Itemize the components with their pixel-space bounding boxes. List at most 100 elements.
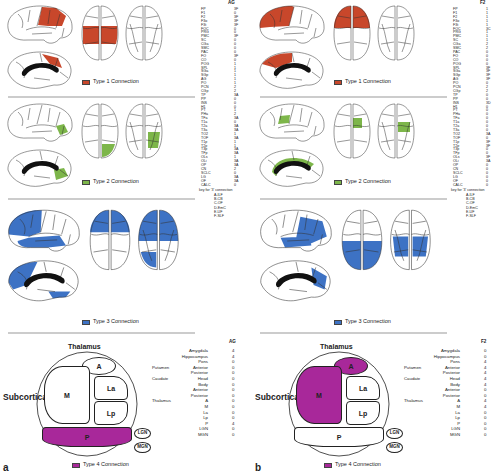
structure-name: P bbox=[457, 422, 460, 426]
column-header: AG bbox=[229, 340, 236, 345]
structure-value: 0 bbox=[232, 360, 234, 364]
structure-value: 0 bbox=[232, 405, 234, 409]
section-title: Subcortical bbox=[255, 393, 301, 402]
thalamus-nucleus: Lp bbox=[94, 401, 128, 425]
structure-name: Anterior bbox=[193, 366, 208, 370]
structure-value: 0 bbox=[484, 349, 486, 353]
thalamus-nucleus: Lp bbox=[346, 401, 380, 425]
column-header: AG bbox=[228, 1, 235, 6]
column-header: F2 bbox=[481, 340, 486, 345]
structure-name: M bbox=[456, 405, 460, 409]
structure-value: 0 bbox=[232, 394, 234, 398]
structure-value: 4 bbox=[232, 355, 234, 359]
key-item: F-SLF bbox=[466, 215, 476, 219]
key-item: E-UF bbox=[466, 211, 474, 215]
legend-text: Type 2 Connection bbox=[345, 179, 391, 185]
structure-name: Amygdala bbox=[189, 349, 208, 353]
legend-swatch bbox=[334, 320, 342, 325]
structure-value: 0 bbox=[232, 366, 234, 370]
structure-name: Posterior bbox=[191, 394, 208, 398]
key-item: C-OF bbox=[466, 202, 475, 206]
structure-value: 4 bbox=[484, 405, 486, 409]
structure-name: Anterior bbox=[445, 366, 460, 370]
structure-name: Pons bbox=[198, 360, 208, 364]
thalamus-nucleus: La bbox=[346, 376, 380, 400]
structure-value: 0 bbox=[484, 433, 486, 437]
structure-name: Hippocampus bbox=[434, 355, 460, 359]
region-value: 0 bbox=[486, 184, 488, 188]
structure-value: 0 bbox=[484, 388, 486, 392]
structure-name: Head bbox=[198, 377, 208, 381]
structure-value: 0 bbox=[232, 377, 234, 381]
legend-text: Type 4 Connection bbox=[335, 462, 381, 468]
key-item: F-SLF bbox=[214, 215, 224, 219]
structure-value: 0 bbox=[484, 416, 486, 420]
region-name: CALC bbox=[453, 184, 463, 188]
key-item: B-CB bbox=[466, 198, 475, 202]
legend-swatch bbox=[82, 180, 90, 185]
nucleus-label: LGN bbox=[387, 429, 402, 438]
structure-name: MGN bbox=[198, 433, 208, 437]
structure-name: Posterior bbox=[443, 371, 460, 375]
structure-name: Posterior bbox=[443, 394, 460, 398]
structure-value: 4 bbox=[484, 371, 486, 375]
structure-value: 4 bbox=[484, 377, 486, 381]
structure-value: 0 bbox=[232, 427, 234, 431]
structure-value: 0 bbox=[484, 427, 486, 431]
thalamus-nucleus: MGN bbox=[134, 442, 151, 453]
thalamus-nucleus: P bbox=[294, 427, 384, 447]
key-item: A-ILF bbox=[214, 194, 223, 198]
structure-name: La bbox=[455, 411, 460, 415]
thalamus-nucleus: La bbox=[94, 376, 128, 400]
structure-name: Body bbox=[450, 383, 460, 387]
thalamus-nucleus: M bbox=[296, 366, 342, 424]
structure-name: LGN bbox=[199, 427, 208, 431]
structure-title: Thalamus bbox=[320, 343, 353, 350]
key-item: B-CB bbox=[214, 198, 223, 202]
structure-name: Body bbox=[198, 383, 208, 387]
structure-name: Anterior bbox=[193, 388, 208, 392]
region-value: 0 bbox=[234, 184, 236, 188]
structure-value: 0 bbox=[484, 394, 486, 398]
key-item: D-EmC bbox=[214, 207, 226, 211]
structure-value: 0 bbox=[232, 399, 234, 403]
group-name: Thalamus bbox=[404, 399, 423, 403]
structure-value: 0 bbox=[232, 388, 234, 392]
key-title: key for '3' connection bbox=[199, 189, 233, 193]
thalamus-nucleus: LGN bbox=[134, 428, 151, 439]
column-header: F2 bbox=[480, 1, 485, 6]
legend-text: Type 4 Connection bbox=[83, 462, 129, 468]
structure-value: 0 bbox=[232, 371, 234, 375]
legend-swatch bbox=[72, 463, 80, 468]
structure-name: Lp bbox=[203, 416, 208, 420]
structure-name: Lp bbox=[455, 416, 460, 420]
structure-name: MGN bbox=[450, 433, 460, 437]
structure-value: 4 bbox=[484, 360, 486, 364]
group-name: Putamen bbox=[152, 366, 169, 370]
key-item: A-ILF bbox=[466, 194, 475, 198]
legend-swatch bbox=[82, 320, 90, 325]
legend-text: Type 2 Connection bbox=[93, 179, 139, 185]
nucleus-label: Lp bbox=[95, 402, 127, 424]
thalamus-nucleus: LGN bbox=[386, 428, 403, 439]
group-name: Caudate bbox=[404, 377, 420, 381]
structure-value: 4 bbox=[484, 383, 486, 387]
nucleus-label: MGN bbox=[387, 443, 402, 452]
legend-text: Type 3 Connection bbox=[345, 319, 391, 325]
thalamus-nucleus: MGN bbox=[386, 442, 403, 453]
structure-name: Hippocampus bbox=[182, 355, 208, 359]
structure-name: Anterior bbox=[445, 388, 460, 392]
thalamus-nucleus: P bbox=[42, 427, 132, 447]
structure-value: 0 bbox=[484, 411, 486, 415]
structure-value: 4 bbox=[232, 349, 234, 353]
legend-swatch bbox=[334, 180, 342, 185]
structure-value: 0 bbox=[484, 422, 486, 426]
nucleus-label: M bbox=[297, 367, 341, 423]
structure-value: 4 bbox=[484, 366, 486, 370]
structure-value: 0 bbox=[484, 355, 486, 359]
nucleus-label: P bbox=[43, 428, 131, 446]
structure-name: A bbox=[205, 399, 208, 403]
key-item: E-UF bbox=[214, 211, 222, 215]
group-name: Caudate bbox=[152, 377, 168, 381]
